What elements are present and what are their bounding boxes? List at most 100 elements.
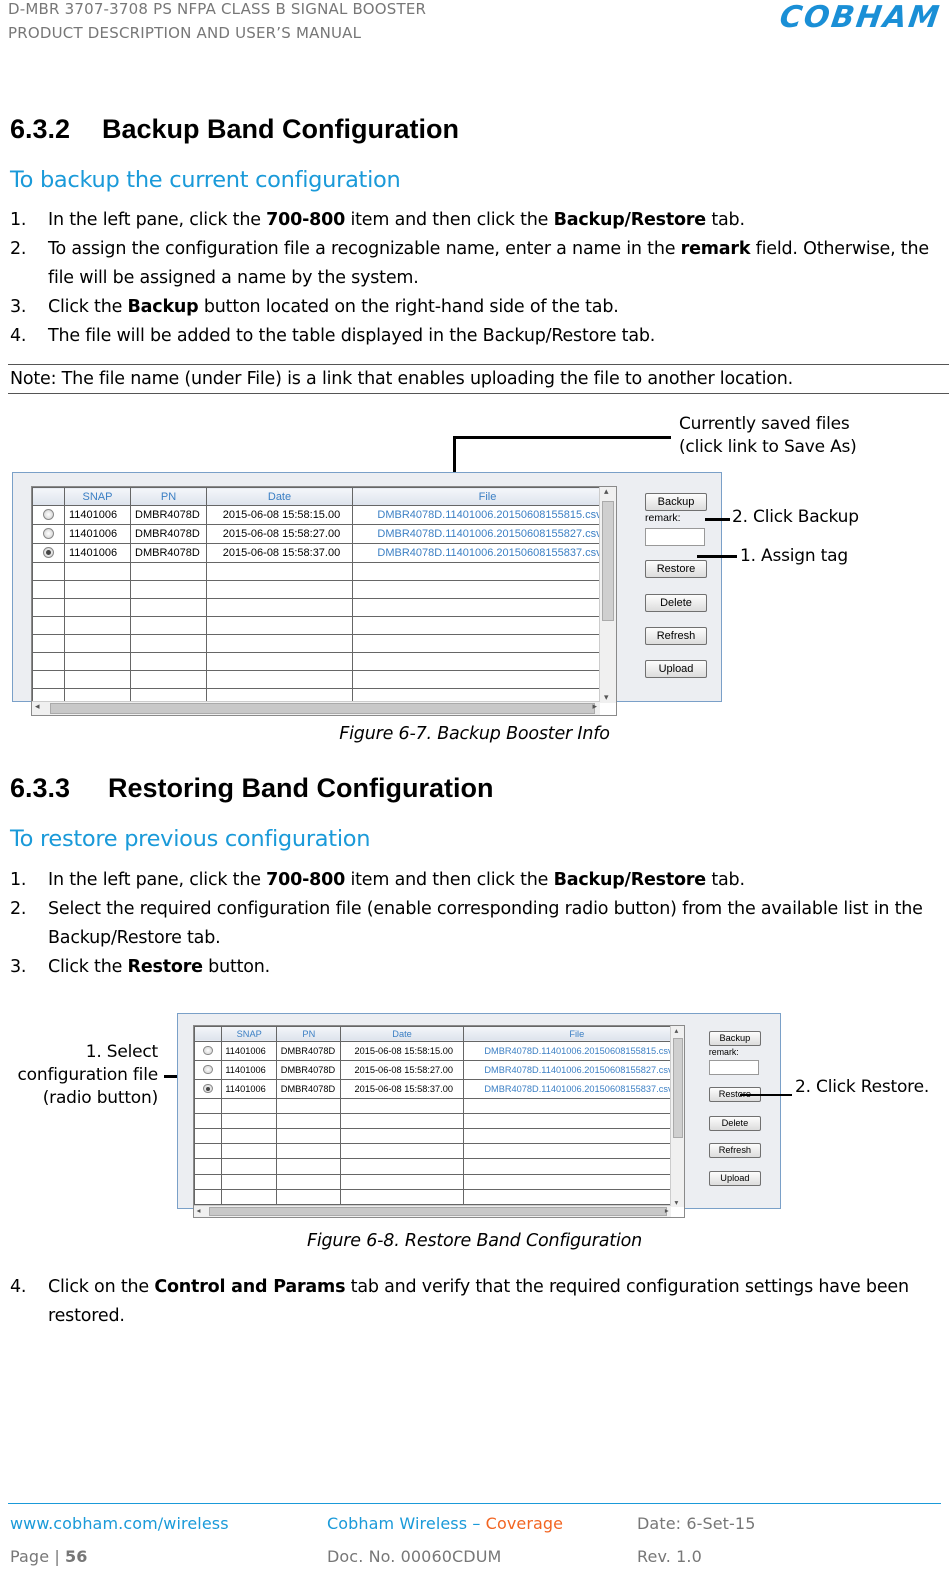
column-header-pn[interactable]: PN (276, 1025, 342, 1043)
restore-button[interactable]: Restore (645, 560, 707, 578)
vertical-scroll-thumb[interactable] (672, 1037, 683, 1139)
footer-page: Page | 56 (10, 1547, 87, 1566)
column-header-date[interactable]: Date (206, 487, 353, 506)
restore-steps-list: 1.In the left pane, click the 700-800 it… (10, 866, 929, 982)
empty-cell (64, 616, 131, 635)
footer-website[interactable]: www.cobham.com/wireless (10, 1514, 229, 1533)
remark-input[interactable] (708, 1060, 760, 1076)
scroll-right-icon[interactable]: ▸ (664, 1206, 669, 1216)
column-header-date[interactable]: Date (340, 1025, 464, 1043)
horizontal-scrollbar[interactable]: ◂▸ (32, 701, 600, 715)
step-text: Click the (48, 297, 128, 317)
upload-button[interactable]: Upload (645, 660, 707, 678)
step-bold-text: remark (680, 239, 751, 259)
scroll-up-icon[interactable]: ▴ (604, 487, 609, 497)
column-header-select[interactable] (194, 1025, 222, 1043)
horizontal-scroll-thumb[interactable] (209, 1207, 668, 1217)
cell-pn: DMBR4078D (276, 1079, 342, 1100)
step-item: 3.Click the Restore button. (10, 953, 929, 982)
scroll-down-icon[interactable]: ▾ (674, 1198, 679, 1208)
column-header-snap[interactable]: SNAP (220, 1025, 278, 1043)
empty-cell (64, 562, 131, 581)
cell-snap: 11401006 (220, 1060, 278, 1081)
row-select-cell[interactable] (32, 524, 65, 544)
restore-button[interactable]: Restore (708, 1087, 761, 1103)
empty-cell (194, 1113, 222, 1130)
column-header-file[interactable]: File (352, 487, 600, 506)
step-bold-text: 700-800 (266, 870, 346, 890)
radio-button[interactable] (43, 547, 54, 559)
cell-file[interactable]: DMBR4078D.11401006.20150608155837.csv (462, 1079, 672, 1100)
column-header-file[interactable]: File (462, 1025, 672, 1043)
row-select-cell[interactable] (32, 543, 65, 563)
cell-date: 2015-06-08 15:58:15.00 (340, 1041, 464, 1062)
cell-file[interactable]: DMBR4078D.11401006.20150608155827.csv (352, 524, 600, 544)
refresh-button[interactable]: Refresh (645, 627, 707, 645)
cell-file[interactable]: DMBR4078D.11401006.20150608155837.csv (352, 543, 600, 563)
column-header-snap[interactable]: SNAP (64, 487, 131, 506)
radio-button[interactable] (43, 509, 54, 521)
empty-row (194, 1173, 672, 1190)
radio-button[interactable] (203, 1065, 213, 1075)
empty-row (194, 1098, 672, 1115)
radio-button[interactable] (203, 1084, 213, 1094)
empty-cell (220, 1098, 278, 1115)
remark-input[interactable] (645, 528, 705, 546)
row-select-cell[interactable] (194, 1079, 222, 1100)
row-select-cell[interactable] (194, 1041, 222, 1062)
scroll-left-icon[interactable]: ◂ (35, 702, 40, 712)
cell-file[interactable]: DMBR4078D.11401006.20150608155815.csv (462, 1041, 672, 1062)
scroll-left-icon[interactable]: ◂ (196, 1206, 201, 1216)
row-select-cell[interactable] (194, 1060, 222, 1081)
callout-select-line2: configuration file (17, 1065, 159, 1085)
empty-cell (352, 580, 600, 599)
step-item: 1.In the left pane, click the 700-800 it… (10, 206, 929, 235)
empty-cell (220, 1158, 278, 1175)
upload-button[interactable]: Upload (708, 1171, 761, 1187)
empty-cell (276, 1098, 342, 1115)
step-number: 2. (10, 899, 27, 919)
column-header-select[interactable] (32, 487, 65, 506)
vertical-scrollbar[interactable]: ▴▾ (599, 487, 616, 703)
delete-button[interactable]: Delete (645, 594, 707, 612)
scroll-down-icon[interactable]: ▾ (604, 693, 609, 703)
column-header-pn[interactable]: PN (130, 487, 207, 506)
radio-button[interactable] (203, 1046, 213, 1056)
footer-division: Coverage (485, 1514, 564, 1533)
callout-select-line3: (radio button) (42, 1088, 158, 1108)
vertical-scrollbar[interactable]: ▴▾ (670, 1025, 685, 1208)
empty-row (32, 652, 600, 671)
cell-date: 2015-06-08 15:58:27.00 (340, 1060, 464, 1081)
horizontal-scrollbar[interactable]: ◂▸ (194, 1205, 672, 1218)
empty-cell (340, 1113, 464, 1130)
empty-cell (220, 1188, 278, 1205)
backup-button[interactable]: Backup (708, 1030, 761, 1046)
cell-date: 2015-06-08 15:58:37.00 (206, 543, 353, 563)
empty-row (32, 670, 600, 689)
cell-file[interactable]: DMBR4078D.11401006.20150608155815.csv (352, 505, 600, 525)
vertical-scroll-thumb[interactable] (602, 501, 614, 621)
empty-cell (194, 1128, 222, 1145)
delete-button[interactable]: Delete (708, 1115, 761, 1131)
radio-button[interactable] (43, 528, 54, 540)
row-select-cell[interactable] (32, 505, 65, 525)
step-item: 2.To assign the configuration file a rec… (10, 235, 929, 293)
backup-button[interactable]: Backup (645, 493, 707, 511)
scroll-up-icon[interactable]: ▴ (674, 1025, 679, 1035)
empty-cell (130, 670, 207, 689)
scroll-right-icon[interactable]: ▸ (592, 702, 597, 712)
horizontal-scroll-thumb[interactable] (50, 703, 595, 714)
refresh-button[interactable]: Refresh (708, 1143, 761, 1159)
empty-cell (194, 1188, 222, 1205)
subheading-backup: To backup the current configuration (10, 167, 401, 193)
empty-row (32, 580, 600, 599)
cell-file[interactable]: DMBR4078D.11401006.20150608155827.csv (462, 1060, 672, 1081)
